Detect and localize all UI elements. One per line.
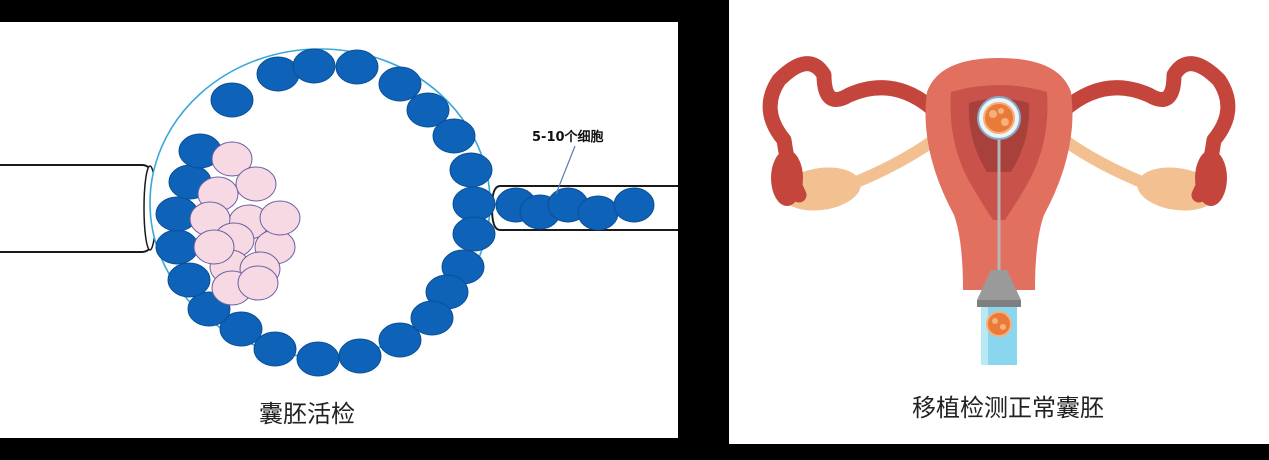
syringe-highlight	[981, 307, 988, 365]
left-fimbria	[771, 150, 803, 206]
trophectoderm-cell	[338, 338, 382, 374]
inner-cell-mass-cell	[237, 265, 279, 301]
implanted-embryo	[983, 102, 1015, 134]
inner-cell-mass-cell	[259, 200, 301, 236]
trophectoderm-cell	[253, 331, 297, 367]
trophectoderm-cell	[452, 186, 496, 222]
trophectoderm-cell	[167, 262, 211, 298]
biopsied-cells	[495, 187, 655, 231]
inner-cell-mass-cell	[211, 141, 253, 177]
trophectoderm-cell	[378, 322, 422, 358]
trophectoderm-cell	[296, 341, 340, 377]
trophectoderm-cell	[256, 56, 300, 92]
trophectoderm-cell	[292, 48, 336, 84]
syringe-embryo	[986, 311, 1012, 337]
embryo-transfer-caption: 移植检测正常囊胚	[912, 394, 1104, 422]
left-fallopian-tube	[762, 56, 942, 203]
trophectoderm-cell	[410, 300, 454, 336]
trophectoderm-cell	[452, 216, 496, 252]
biopsied-cell	[613, 187, 655, 223]
right-ligament	[1058, 134, 1155, 191]
trophectoderm-cell	[210, 82, 254, 118]
catheter-hub	[977, 270, 1021, 300]
biopsy-cell-count-label: 5-10个细胞	[532, 130, 604, 145]
callout-leader-line	[555, 145, 576, 195]
trophectoderm-cell	[378, 66, 422, 102]
blastocyst-biopsy-caption: 囊胚活检	[259, 400, 355, 428]
trophectoderm-cell	[335, 49, 379, 85]
embryo-transfer-panel: 移植检测正常囊胚	[729, 0, 1269, 444]
trophectoderm-cell	[406, 92, 450, 128]
trophectoderm-cell	[155, 229, 199, 265]
trophectoderm-cell	[432, 118, 476, 154]
left-ligament	[843, 134, 940, 191]
right-fimbria	[1195, 150, 1227, 206]
inner-cell-mass	[189, 141, 301, 306]
blastocyst-biopsy-illustration	[0, 48, 678, 377]
inner-cell-mass-cell	[235, 166, 277, 202]
uterus-transfer-illustration	[762, 56, 1236, 365]
biopsied-cell	[577, 195, 619, 231]
inner-cell-mass-cell	[193, 229, 235, 265]
catheter-connector	[977, 300, 1021, 307]
trophectoderm-cell	[219, 311, 263, 347]
right-fallopian-tube	[1056, 56, 1236, 203]
blastocyst-biopsy-panel: 5-10个细胞 囊胚活检	[0, 22, 678, 438]
trophectoderm-cells	[155, 48, 496, 377]
holding-pipette	[0, 164, 158, 253]
trophectoderm-cell	[449, 152, 493, 188]
